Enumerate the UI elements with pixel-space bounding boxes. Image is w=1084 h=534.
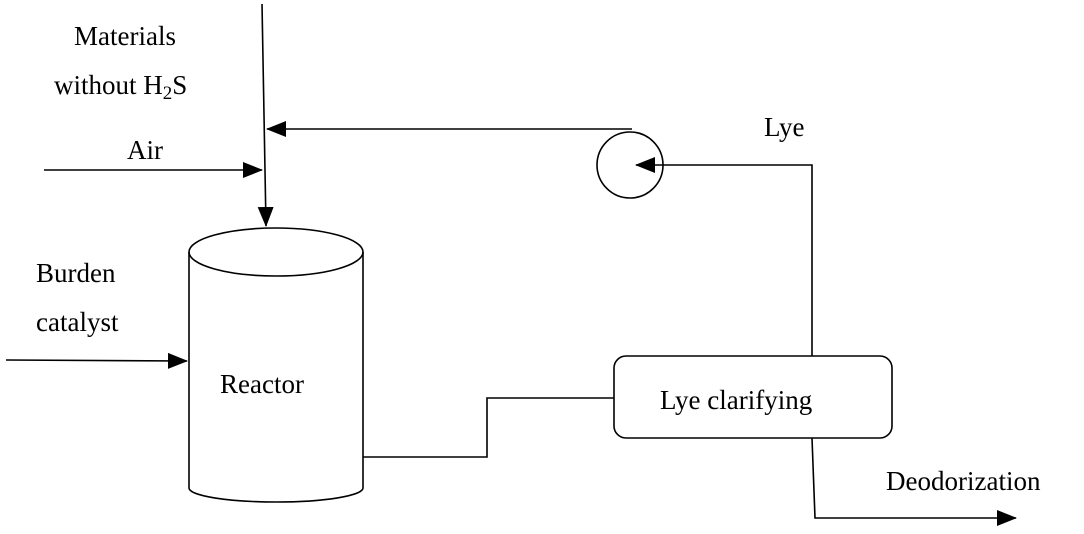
deodorization-label: Deodorization [886, 466, 1041, 496]
burden-label-line2: catalyst [36, 307, 119, 337]
materials-feed-line [257, 3, 274, 227]
deodorization-outlet-line [811, 437, 1017, 526]
materials-label-subscript: 2 [163, 83, 173, 104]
reactor-label: Reactor [220, 369, 304, 399]
lye-clarifying-label: Lye clarifying [660, 385, 812, 415]
burden-catalyst-feed-line [5, 352, 188, 369]
lye-clarifying-unit [613, 355, 893, 439]
materials-label-prefix: without H [54, 70, 163, 100]
burden-label-line1: Burden [36, 258, 116, 288]
materials-label-line1: Materials [74, 21, 176, 51]
reactor-top [188, 227, 364, 277]
reactor-outlet-line [363, 397, 614, 458]
lye-label: Lye [764, 112, 805, 142]
materials-label-suffix: S [172, 70, 187, 100]
materials-label-line2: without H2S [54, 70, 187, 104]
air-label: Air [127, 135, 163, 165]
reactor-vessel [188, 252, 364, 503]
lye-return-line [635, 157, 813, 356]
